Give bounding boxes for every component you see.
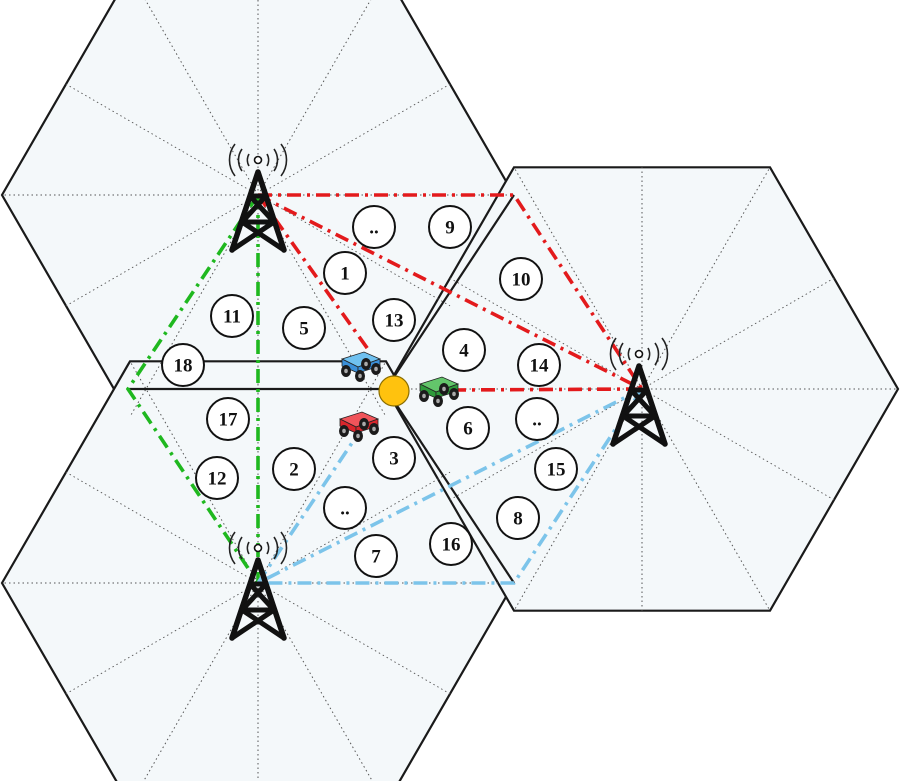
node-label: 16	[442, 535, 461, 556]
node-circle	[499, 257, 543, 301]
sector-divider	[257, 471, 451, 584]
sector-divider	[257, 582, 451, 695]
numbered-node: 2	[272, 447, 316, 491]
node-circle	[352, 205, 396, 249]
numbered-node: ..	[352, 205, 396, 249]
numbered-node: ..	[515, 397, 559, 441]
green-link	[125, 193, 260, 585]
node-label: 13	[385, 311, 404, 332]
numbered-node: 13	[372, 298, 416, 342]
sector-divider	[449, 388, 643, 501]
node-label: 10	[512, 270, 531, 291]
tower-bottom-left	[228, 531, 288, 641]
node-circle	[210, 294, 254, 338]
node-label: 8	[513, 509, 523, 530]
numbered-node: 3	[372, 436, 416, 480]
numbered-node: 11	[210, 294, 254, 338]
node-circle	[534, 447, 578, 491]
node-circle	[282, 306, 326, 350]
sector-divider	[449, 277, 643, 390]
sector-divider	[257, 83, 451, 196]
node-label: 3	[389, 449, 399, 470]
blue-link	[257, 387, 643, 585]
node-circle	[323, 251, 367, 295]
numbered-node: 8	[496, 496, 540, 540]
node-label: 4	[459, 341, 469, 362]
numbered-node: 17	[206, 397, 250, 441]
numbered-node: 6	[446, 406, 490, 450]
node-circle	[372, 298, 416, 342]
robot-red	[338, 411, 380, 442]
node-label: 11	[223, 307, 241, 328]
node-circle	[496, 496, 540, 540]
node-circle	[272, 447, 316, 491]
robot-green	[418, 376, 460, 407]
numbered-node: 18	[161, 343, 205, 387]
sector-divider	[641, 277, 835, 390]
numbered-node: 1	[323, 251, 367, 295]
numbered-node: 10	[499, 257, 543, 301]
node-circle	[428, 205, 472, 249]
tower-top-left	[228, 143, 288, 253]
node-label: 14	[530, 356, 550, 377]
node-label: 9	[445, 218, 455, 239]
numbered-node: 16	[429, 522, 473, 566]
node-label: 12	[208, 469, 227, 490]
node-label: 18	[174, 356, 193, 377]
sector-divider	[65, 471, 259, 584]
numbered-node: ..	[323, 486, 367, 530]
node-label: 1	[340, 264, 350, 285]
node-label: 5	[299, 319, 309, 340]
node-label: 6	[463, 419, 473, 440]
numbered-node: 7	[354, 534, 398, 578]
sector-divider	[257, 194, 451, 307]
sector-divider	[65, 582, 259, 695]
node-label: 2	[289, 460, 299, 481]
node-label: ..	[369, 218, 379, 239]
node-circle	[195, 456, 239, 500]
node-circle	[515, 397, 559, 441]
node-circle	[429, 522, 473, 566]
sector-divider	[641, 388, 835, 501]
node-label: 15	[547, 460, 566, 481]
node-label: ..	[532, 410, 542, 431]
sector-divider	[65, 194, 259, 307]
numbered-node: 4	[442, 328, 486, 372]
red-link	[257, 193, 643, 391]
blue-link	[258, 388, 644, 585]
red-link	[451, 387, 643, 392]
node-circle	[442, 328, 486, 372]
node-circle	[446, 406, 490, 450]
red-link	[258, 193, 644, 390]
node-circle	[372, 436, 416, 480]
numbered-node: 14	[517, 343, 561, 387]
numbered-node: 5	[282, 306, 326, 350]
node-circle	[206, 397, 250, 441]
node-circle	[517, 343, 561, 387]
node-circle	[354, 534, 398, 578]
tower-right	[609, 337, 669, 447]
node-label: ..	[340, 499, 350, 520]
numbered-node: 12	[195, 456, 239, 500]
hub-node	[378, 375, 410, 407]
numbered-node: 9	[428, 205, 472, 249]
robot-blue	[340, 351, 382, 382]
node-circle	[161, 343, 205, 387]
sector-divider	[65, 83, 259, 196]
numbered-node: 15	[534, 447, 578, 491]
node-label: 17	[219, 410, 239, 431]
node-label: 7	[371, 547, 381, 568]
node-circle	[323, 486, 367, 530]
